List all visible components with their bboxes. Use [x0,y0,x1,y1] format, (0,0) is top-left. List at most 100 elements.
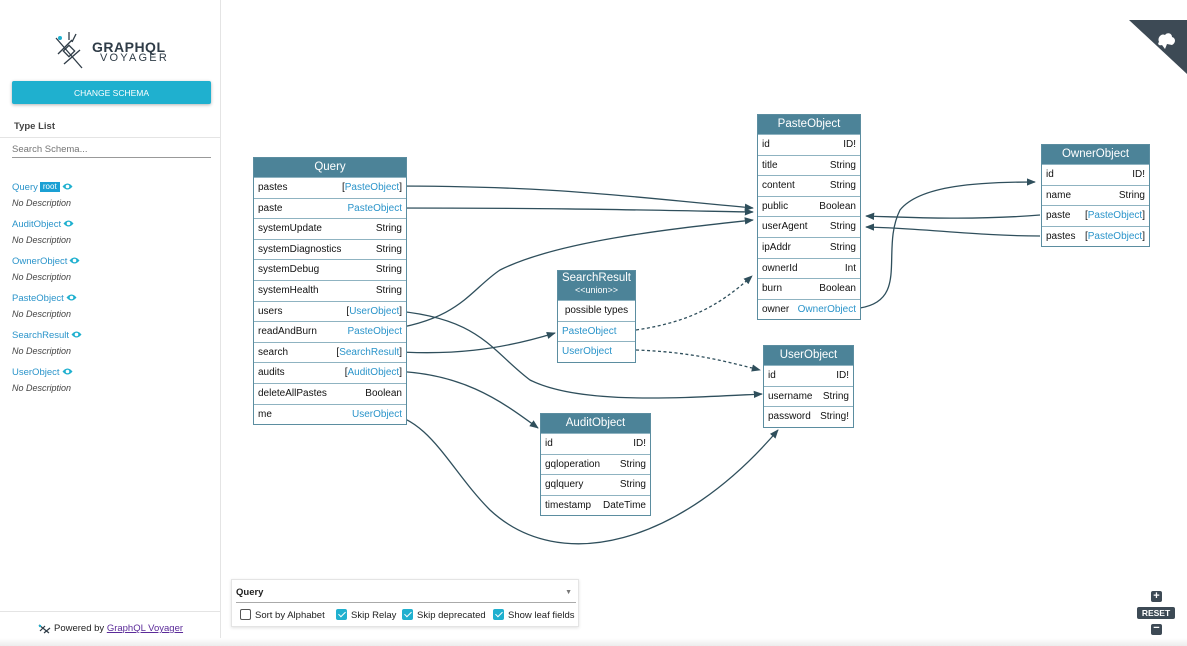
type-list-item[interactable]: AuditObject No Description [12,214,212,245]
field-type-name[interactable]: UserObject [351,408,402,420]
field-type-name: ID! [836,370,849,381]
type-name-link[interactable]: PasteObject [12,293,64,304]
field-type: String [830,176,856,196]
show-leaf-fields-option[interactable]: Show leaf fields [493,609,575,623]
field-type-name[interactable]: AuditObject [347,367,400,379]
graphql-voyager-link[interactable]: GraphQL Voyager [106,623,184,634]
type-description: No Description [12,235,72,245]
field-type-name: String [822,390,849,402]
field-row[interactable]: paste[PasteObject] [1042,205,1149,226]
type-name-link[interactable]: OwnerObject [12,256,68,267]
field-type-name[interactable]: PasteObject [347,202,402,214]
search-schema-input[interactable] [12,141,211,158]
field-type[interactable]: PasteObject [348,322,402,342]
sort-alphabet-option[interactable]: Sort by Alphabet [240,609,325,623]
field-type[interactable]: PasteObject [348,199,402,219]
reset-zoom-button[interactable]: RESET [1137,607,1175,619]
field-row[interactable]: pastes[PasteObject] [254,177,406,198]
field-name: paste [258,202,283,214]
list-bracket-open: [ [1084,210,1088,222]
field-name: userAgent [762,221,808,233]
edge-owner-to-ownerobject [859,178,1036,309]
checkbox-skip-deprecated[interactable] [402,609,413,620]
eye-icon[interactable] [66,289,77,307]
checkbox-show-leaf-fields[interactable] [493,609,504,620]
field-type-name[interactable]: PasteObject [1087,230,1143,242]
type-list-item[interactable]: PasteObject No Description [12,288,212,319]
checkbox-skip-relay[interactable] [336,609,347,620]
field-type[interactable]: [PasteObject] [342,178,402,198]
field-row[interactable]: paste PasteObject [254,197,406,219]
field-row[interactable]: users [UserObject] [254,300,406,322]
field-type: String [823,387,849,407]
eye-icon[interactable] [63,215,74,233]
skip-relay-option[interactable]: Skip Relay [336,609,396,623]
field-type[interactable]: [PasteObject] [1085,206,1145,226]
field-type[interactable]: UserObject [352,405,402,425]
field-type-name[interactable]: UserObject [349,305,400,317]
zoom-out-button[interactable]: − [1151,623,1162,635]
field-type-name: String [375,223,402,235]
type-list-item[interactable]: UserObject No Description [12,362,212,393]
type-name-link[interactable]: UserObject [12,367,60,378]
field-name: systemUpdate [258,223,322,235]
list-bracket-open: [ [1084,230,1088,242]
list-bracket-close: ] [399,182,402,193]
field-type-name: String [829,241,856,253]
field-name: title [762,159,778,171]
field-type-name[interactable]: PasteObject [1087,210,1143,222]
field-type[interactable]: [SearchResult] [336,343,402,363]
type-description: No Description [12,309,72,319]
skip-deprecated-option[interactable]: Skip deprecated [402,609,486,623]
field-type-name: String [829,221,856,233]
field-row[interactable]: search[SearchResult] [254,341,406,363]
type-name-link[interactable]: Query [12,182,38,193]
github-corner-icon[interactable] [1129,20,1187,74]
field-type-name[interactable]: SearchResult [339,346,400,358]
node-searchresult[interactable]: SearchResult <<union>> possible types Pa… [557,270,636,363]
list-bracket-close: ] [399,346,402,358]
field-row[interactable]: audits[AuditObject] [254,362,406,383]
eye-icon[interactable] [62,178,73,196]
zoom-in-button[interactable]: + [1151,591,1162,602]
eye-icon[interactable] [62,363,73,381]
node-title: Query [254,158,406,177]
eye-icon[interactable] [69,252,80,270]
field-type-name: String [619,479,646,491]
field-type-name[interactable]: OwnerObject [797,303,856,315]
field-type[interactable]: [PasteObject] [1085,227,1145,247]
field-type[interactable]: [AuditObject] [345,363,402,383]
union-member[interactable]: UserObject [558,341,635,362]
type-name-link[interactable]: SearchResult [12,330,70,341]
field-type-name[interactable]: PasteObject [347,326,402,338]
type-description: No Description [12,198,72,208]
type-name-link[interactable]: AuditObject [12,219,62,230]
union-member[interactable]: PasteObject [558,320,635,342]
field-type[interactable]: [UserObject] [346,302,402,322]
field-type: Boolean [365,384,402,404]
field-row[interactable]: pastes[PasteObject] [1042,225,1149,247]
field-type-name[interactable]: PasteObject [344,182,400,193]
root-type-select[interactable]: Query ▼ [236,584,576,603]
change-schema-button[interactable]: CHANGE SCHEMA [12,81,211,104]
type-list-item[interactable]: OwnerObject No Description [12,251,212,282]
field-name: users [258,305,283,317]
field-type[interactable]: OwnerObject [798,300,856,320]
eye-icon[interactable] [71,326,82,344]
checkbox-sort-alphabet[interactable] [240,609,251,620]
type-list-item[interactable]: SearchResult No Description [12,325,212,356]
